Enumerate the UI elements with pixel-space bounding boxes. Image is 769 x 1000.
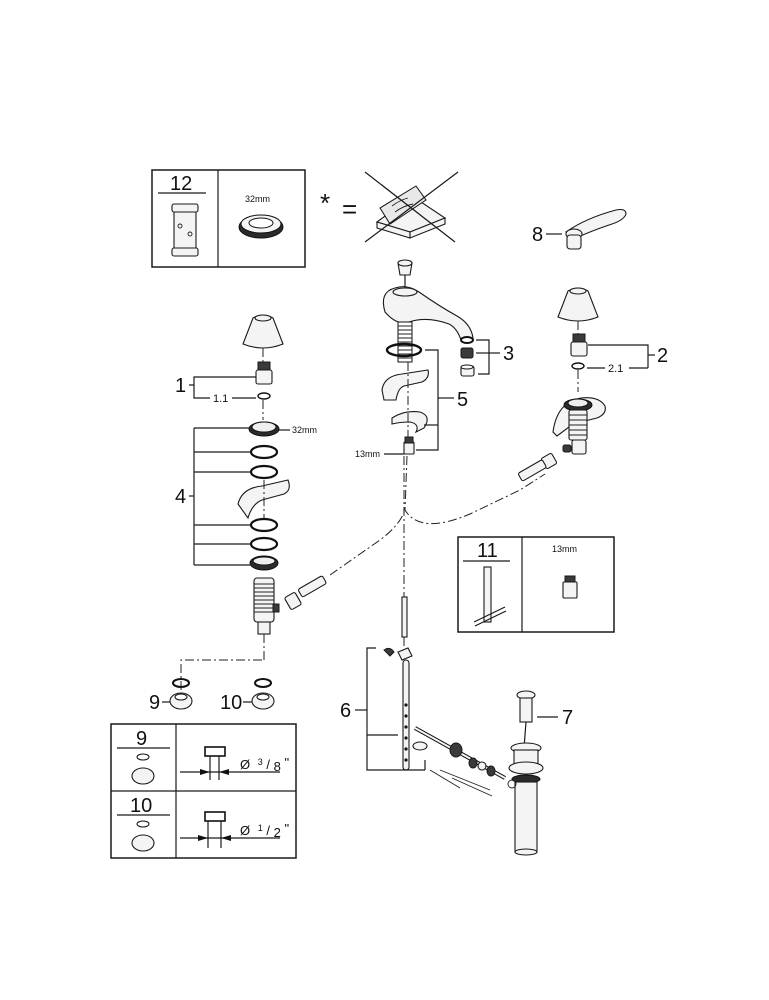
callout-10-label: 10	[220, 692, 242, 714]
fitting-table-row: 9 Ø 3 / 8 "	[117, 728, 290, 785]
callout-1-1-label: 1.1	[213, 393, 228, 405]
right-supply-hose	[518, 452, 558, 482]
left-valve-assembly	[237, 314, 290, 660]
right-valve-assembly	[552, 287, 606, 455]
callout-6: 6	[340, 647, 426, 771]
fraction-numerator: 3	[258, 757, 263, 767]
unit: "	[285, 755, 290, 770]
callout-4-label: 4	[175, 486, 186, 508]
tool-box-12-number: 12	[170, 173, 192, 195]
tool-box-11: 11 13mm	[457, 536, 615, 633]
tool-box-11-number: 11	[477, 540, 498, 562]
callout-1-label: 1	[175, 375, 186, 397]
callout-1: 1 1.1	[175, 375, 256, 405]
callout-4: 4 32mm	[175, 425, 317, 566]
callout-7-label: 7	[562, 707, 573, 729]
callout-6-label: 6	[340, 700, 351, 722]
callout-3: 3	[476, 339, 514, 375]
callout-8-label: 8	[532, 224, 543, 246]
svg-text:Ø 1 /: Ø 1 / 2 "	[240, 819, 290, 840]
star-symbol: *	[320, 188, 330, 218]
pop-up-waste	[507, 690, 544, 856]
tool-box-12: 12 32mm	[151, 169, 306, 268]
callout-9-label: 9	[149, 692, 160, 714]
fraction-denominator: 2	[274, 825, 281, 840]
equals-symbol: =	[342, 194, 357, 224]
svg-text:Ø 3 /: Ø 3 / 8 "	[240, 753, 290, 774]
crossed-out-accessory-box-icon	[364, 171, 459, 243]
callout-5-label: 5	[457, 389, 468, 411]
fitting-table-row: 10 Ø 1 / 2 "	[117, 795, 290, 852]
callout-2-1-label: 2.1	[608, 363, 623, 375]
callout-5-size-label: 13mm	[355, 449, 380, 459]
left-supply-hose	[284, 509, 406, 610]
fitting-size-table: 9 Ø 3 / 8 " 10	[110, 723, 297, 859]
callout-7: 7	[537, 707, 573, 729]
callout-3-label: 3	[503, 343, 514, 365]
t-handle-wrench-icon	[473, 566, 507, 627]
callout-2: 2 2.1	[587, 344, 668, 375]
hex-nut-icon	[562, 575, 578, 599]
diameter-symbol: Ø	[240, 823, 250, 838]
lever-handle-icon	[565, 208, 627, 250]
fraction-denominator: 8	[274, 759, 281, 774]
lock-nut-icon	[238, 214, 284, 239]
tool-box-11-size-label: 13mm	[552, 544, 577, 554]
callout-5: 5 13mm	[355, 349, 468, 459]
aerator-set	[460, 336, 475, 377]
tool-box-12-size-label: 32mm	[245, 194, 270, 204]
callout-8: 8	[532, 208, 627, 250]
diameter-symbol: Ø	[240, 757, 250, 772]
compression-fittings: 9 10	[149, 659, 275, 714]
fitting-row-number: 9	[136, 728, 147, 750]
fraction-numerator: 1	[258, 823, 263, 833]
socket-tool-icon	[171, 203, 199, 257]
fitting-row-number: 10	[130, 795, 152, 817]
spout-assembly	[381, 259, 546, 600]
lift-rod-linkage	[383, 596, 506, 797]
unit: "	[285, 821, 290, 836]
o-ring-1-1	[257, 392, 271, 400]
callout-4-size-label: 32mm	[292, 425, 317, 435]
callout-2-label: 2	[657, 345, 668, 367]
legend-note: * =	[320, 171, 459, 243]
